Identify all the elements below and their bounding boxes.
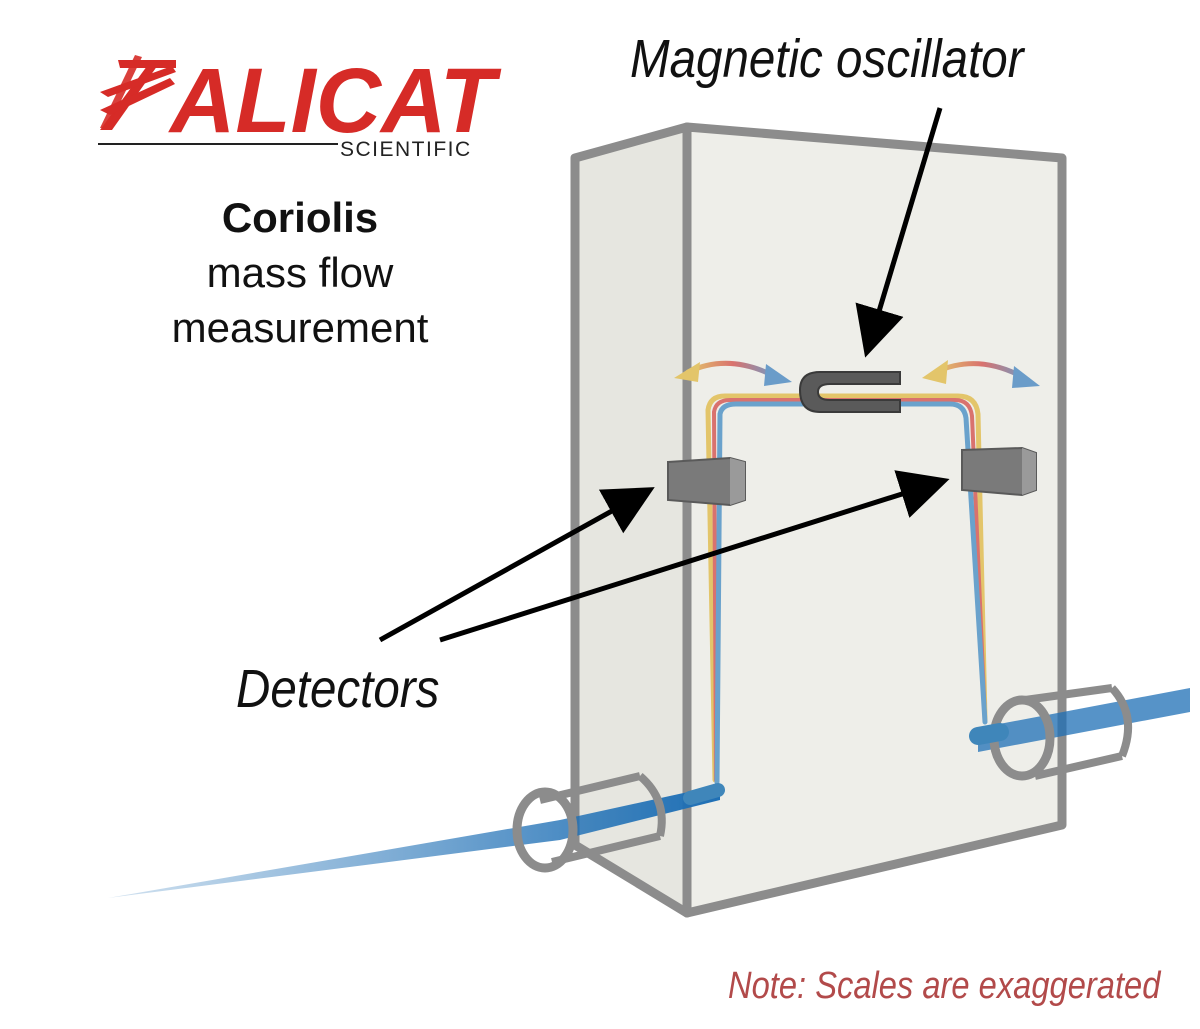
detector-left <box>667 456 746 507</box>
oscillation-arrow-right-head-start <box>922 360 948 384</box>
oscillation-arrow-left-head-end <box>764 364 792 386</box>
diagram-title: Coriolis mass flow measurement <box>120 190 480 355</box>
pointer-arrows <box>378 107 950 643</box>
brand-subtitle: SCIENTIFIC <box>340 138 472 161</box>
oscillation-arrow-left-head-start <box>674 362 700 382</box>
magnetic-oscillator <box>798 371 901 413</box>
title-line-1: mass flow <box>206 249 394 296</box>
tube-yellow <box>705 393 988 783</box>
oscillator-pointer-arrow <box>855 107 943 358</box>
scale-note: Note: Scales are exaggerated <box>728 965 1161 1007</box>
oscillator-label: Magnetic oscillator <box>630 29 1024 89</box>
detector-right-pointer-arrow <box>439 470 950 643</box>
brand-wordmark: ALICAT <box>168 50 502 152</box>
title-line-2: measurement <box>171 304 429 351</box>
detector-left-pointer-arrow <box>378 487 655 643</box>
detector-right <box>961 446 1037 497</box>
inlet-fitting-ring <box>512 787 578 873</box>
outlet-pipe <box>978 684 1190 781</box>
housing-front-face <box>682 122 1067 918</box>
oscillator-magnet-icon <box>798 371 901 413</box>
title-bold: Coriolis <box>221 194 379 241</box>
outlet-flow-beam <box>978 688 1190 752</box>
brand-logo: ALICAT <box>98 50 502 152</box>
tube-base-left <box>683 783 725 805</box>
oscillation-arrows <box>674 360 1040 388</box>
tube-base-right <box>969 723 1009 745</box>
detectors-label: Detectors <box>236 659 440 719</box>
inlet-pipe <box>108 772 720 898</box>
oscillation-arrow-right-head-end <box>1012 366 1040 388</box>
logo-sunburst-icon <box>100 55 176 130</box>
